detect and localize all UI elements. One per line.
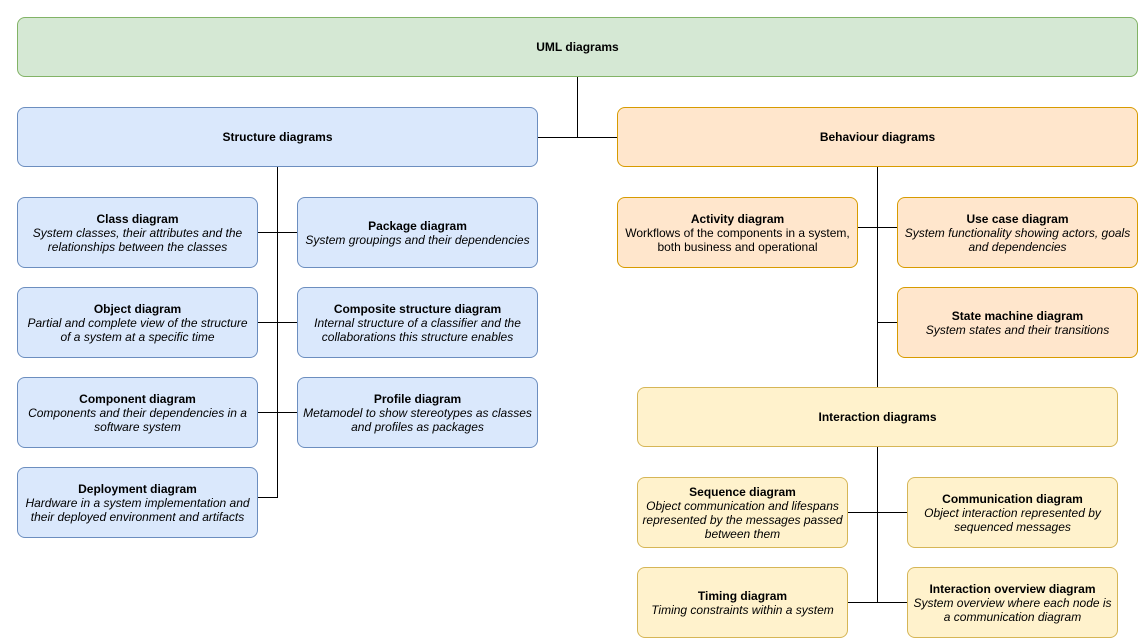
profile-diagram-node: Profile diagram Metamodel to show stereo… <box>297 377 538 448</box>
use-case-diagram-desc: System functionality showing actors, goa… <box>904 225 1131 254</box>
deployment-diagram-desc: Hardware in a system implementation and … <box>25 495 250 524</box>
interaction-overview-diagram-desc: System overview where each node is a com… <box>913 595 1112 624</box>
interaction-overview-diagram-node: Interaction overview diagram System over… <box>907 567 1118 638</box>
activity-diagram-title: Activity diagram <box>690 211 785 226</box>
interaction-diagrams-title: Interaction diagrams <box>818 410 937 424</box>
activity-diagram-node: Activity diagram Workflows of the compon… <box>617 197 858 268</box>
communication-diagram-node: Communication diagram Object interaction… <box>907 477 1118 548</box>
sequence-diagram-node: Sequence diagram Object communication an… <box>637 477 848 548</box>
state-machine-diagram-desc: System states and their transitions <box>925 322 1110 337</box>
composite-structure-diagram-node: Composite structure diagram Internal str… <box>297 287 538 358</box>
package-diagram-node: Package diagram System groupings and the… <box>297 197 538 268</box>
sequence-diagram-title: Sequence diagram <box>689 484 796 499</box>
profile-diagram-title: Profile diagram <box>373 391 462 406</box>
timing-diagram-desc: Timing constraints within a system <box>651 602 834 617</box>
activity-diagram-desc: Workflows of the components in a system,… <box>625 225 850 254</box>
use-case-diagram-node: Use case diagram System functionality sh… <box>897 197 1138 268</box>
interaction-overview-diagram-title: Interaction overview diagram <box>929 581 1096 596</box>
structure-diagrams-title: Structure diagrams <box>222 130 333 144</box>
uml-diagrams-node: UML diagrams <box>17 17 1138 77</box>
class-diagram-node: Class diagram System classes, their attr… <box>17 197 258 268</box>
communication-diagram-desc: Object interaction represented by sequen… <box>924 505 1101 534</box>
timing-diagram-title: Timing diagram <box>697 588 788 603</box>
component-diagram-node: Component diagram Components and their d… <box>17 377 258 448</box>
profile-diagram-desc: Metamodel to show stereotypes as classes… <box>303 405 532 434</box>
behaviour-diagrams-node: Behaviour diagrams <box>617 107 1138 167</box>
deployment-diagram-node: Deployment diagram Hardware in a system … <box>17 467 258 538</box>
object-diagram-title: Object diagram <box>93 301 182 316</box>
behaviour-diagrams-title: Behaviour diagrams <box>819 130 936 144</box>
package-diagram-desc: System groupings and their dependencies <box>305 232 530 247</box>
component-diagram-desc: Components and their dependencies in a s… <box>28 405 247 434</box>
deployment-diagram-title: Deployment diagram <box>78 481 197 496</box>
object-diagram-desc: Partial and complete view of the structu… <box>27 315 248 344</box>
class-diagram-title: Class diagram <box>96 211 179 226</box>
object-diagram-node: Object diagram Partial and complete view… <box>17 287 258 358</box>
component-diagram-title: Component diagram <box>79 391 196 406</box>
interaction-diagrams-node: Interaction diagrams <box>637 387 1118 447</box>
composite-structure-diagram-desc: Internal structure of a classifier and t… <box>314 315 521 344</box>
timing-diagram-node: Timing diagram Timing constraints within… <box>637 567 848 638</box>
use-case-diagram-title: Use case diagram <box>966 211 1069 226</box>
composite-structure-diagram-title: Composite structure diagram <box>333 301 502 316</box>
package-diagram-title: Package diagram <box>368 218 467 233</box>
structure-diagrams-node: Structure diagrams <box>17 107 538 167</box>
state-machine-diagram-node: State machine diagram System states and … <box>897 287 1138 358</box>
class-diagram-desc: System classes, their attributes and the… <box>32 225 243 254</box>
sequence-diagram-desc: Object communication and lifespans repre… <box>642 498 843 541</box>
state-machine-diagram-title: State machine diagram <box>951 308 1084 323</box>
communication-diagram-title: Communication diagram <box>942 491 1083 506</box>
uml-diagrams-title: UML diagrams <box>536 40 619 54</box>
